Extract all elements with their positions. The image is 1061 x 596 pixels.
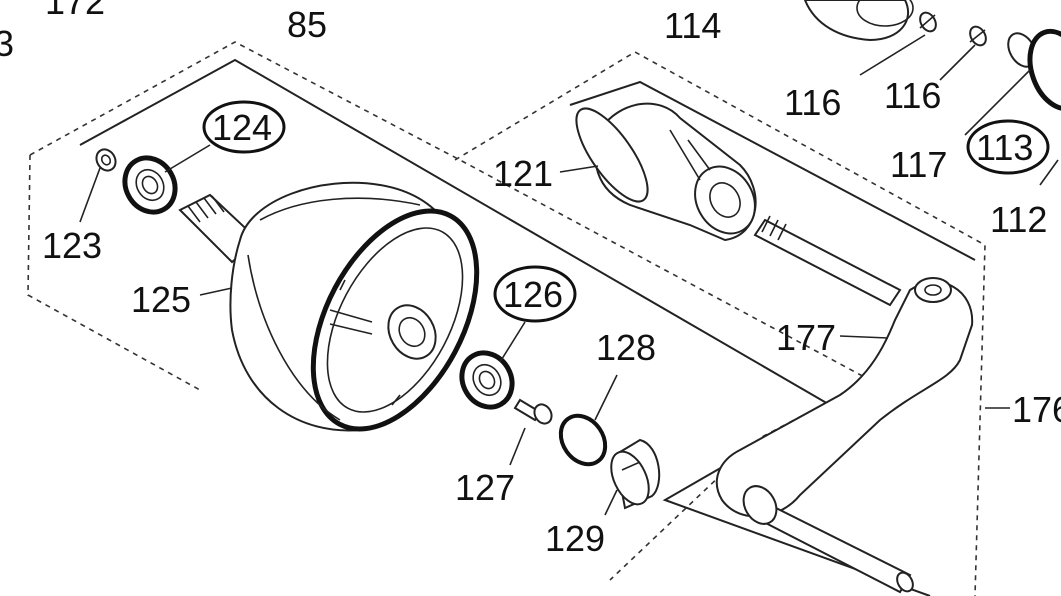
part-label-117: 117: [890, 144, 947, 185]
part-label-125: 125: [131, 279, 191, 320]
callout-circle-126: [493, 265, 577, 323]
callout-circle-124: [202, 100, 286, 154]
washer-part-123: [95, 148, 117, 172]
cap-part-129: [610, 438, 661, 510]
handle-arm-assembly-dashed-outline: [454, 51, 986, 596]
part-label-112: 112: [990, 199, 1047, 240]
screw-part-116-right: [969, 25, 987, 47]
handle-grip-part-121: [575, 102, 757, 242]
handle-knob-assembly-dashed-outline-left: [27, 154, 201, 391]
part-label-124: 124: [212, 107, 272, 148]
bearing-part-126: [459, 350, 515, 410]
handle-arm-part-177: [715, 215, 974, 594]
handle-knob-part-125: [178, 181, 480, 432]
leader-lines: [79, 34, 1059, 516]
part-label-116-left: 116: [784, 82, 841, 123]
screw-part-127: [513, 398, 553, 425]
part-label-128: 128: [596, 327, 656, 368]
callout-circle-113: [966, 119, 1050, 175]
gear-part: [803, 0, 914, 42]
bearing-part-124: [122, 155, 178, 215]
part-label-129: 129: [545, 518, 605, 559]
part-label-172: 172: [45, 0, 105, 22]
handle-arm-assembly-frame: [569, 80, 976, 261]
screw-part-116-left: [919, 11, 937, 33]
part-label-126: 126: [503, 274, 563, 315]
part-label-177: 177: [776, 317, 836, 358]
part-label-113: 113: [976, 127, 1033, 168]
part-label-121: 121: [493, 153, 553, 194]
bearing-part-113: [1027, 28, 1061, 112]
part-label-116-right: 116: [884, 75, 941, 116]
part-label-127: 127: [455, 467, 515, 508]
part-label-123: 123: [42, 225, 102, 266]
part-label-85: 85: [287, 4, 327, 45]
part-label-176: 176: [1012, 389, 1061, 430]
o-ring-part-128: [558, 413, 608, 467]
part-label-114: 114: [664, 5, 721, 46]
part-label-3: 3: [0, 23, 14, 64]
